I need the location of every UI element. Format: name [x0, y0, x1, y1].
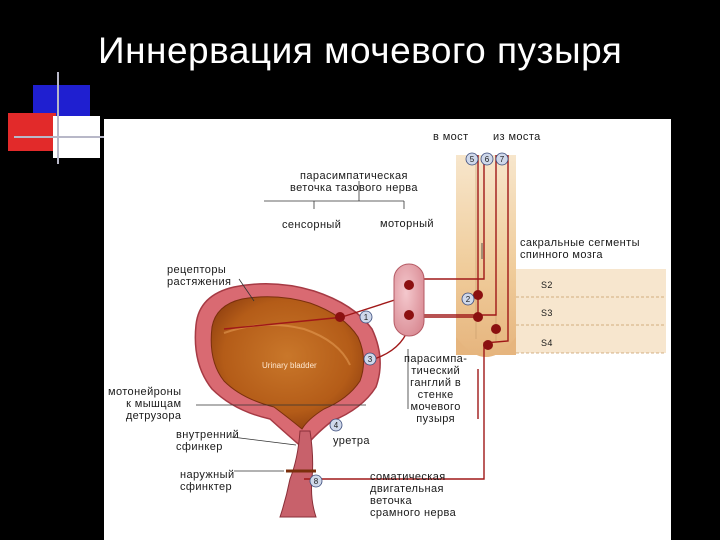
label-parasympathetic-branch: парасимпатическая веточка тазового нерва — [290, 170, 418, 194]
label-sacral-segments: сакральные сегменты спинного мозга — [520, 237, 640, 261]
label-motor: моторный — [380, 218, 434, 230]
svg-text:8: 8 — [314, 477, 319, 486]
pelvic-ganglion — [393, 263, 425, 337]
marker-4: 4 — [329, 418, 343, 432]
marker-5: 5 — [465, 152, 479, 166]
deco-horizontal-line — [14, 136, 124, 138]
label-sensory: сенсорный — [282, 219, 342, 231]
label-bladder-latin: Urinary bladder — [262, 361, 317, 370]
label-internal-sphincter: внутренний сфинкер — [176, 429, 240, 453]
marker-1: 1 — [359, 310, 373, 324]
svg-text:1: 1 — [364, 313, 369, 322]
label-from-pons: из моста — [493, 131, 541, 143]
svg-text:6: 6 — [485, 155, 490, 164]
label-parasympathetic-ganglion: парасимпа- тический ганглий в стенке моч… — [404, 353, 468, 425]
label-detrusor-motoneurons: мотонейроны к мышцам детрузора — [108, 386, 182, 422]
urinary-bladder — [194, 283, 381, 518]
label-urethra: уретра — [333, 435, 370, 447]
deco-vertical-line — [57, 72, 59, 164]
svg-text:5: 5 — [470, 155, 475, 164]
label-stretch-receptors: рецепторы растяжения — [167, 264, 232, 288]
marker-2: 2 — [461, 292, 475, 306]
bladder-innervation-diagram: 5 6 7 2 1 3 4 8 — [194, 152, 666, 518]
marker-6: 6 — [480, 152, 494, 166]
marker-8: 8 — [309, 474, 323, 488]
svg-text:2: 2 — [466, 295, 471, 304]
diagram-panel: 5 6 7 2 1 3 4 8 в мост из моста парасимп… — [104, 119, 671, 540]
label-somatic-branch: соматическая двигательная веточка срамно… — [370, 471, 457, 519]
deco-red-square — [8, 113, 56, 151]
segment-label-s2: S2 — [541, 280, 553, 290]
svg-text:4: 4 — [334, 421, 339, 430]
slide-title: Иннервация мочевого пузыря — [98, 30, 623, 71]
spinal-cord — [456, 155, 666, 357]
segment-label-s4: S4 — [541, 338, 553, 348]
label-to-pons: в мост — [433, 131, 469, 143]
neuron-dots — [335, 280, 501, 350]
svg-text:3: 3 — [368, 355, 373, 364]
marker-7: 7 — [495, 152, 509, 166]
marker-3: 3 — [363, 352, 377, 366]
svg-text:7: 7 — [500, 155, 505, 164]
segment-label-s3: S3 — [541, 308, 553, 318]
leader-lines — [196, 181, 483, 472]
numbered-markers: 5 6 7 2 1 3 4 8 — [309, 152, 509, 488]
label-external-sphincter: наружный сфинктер — [180, 469, 235, 493]
